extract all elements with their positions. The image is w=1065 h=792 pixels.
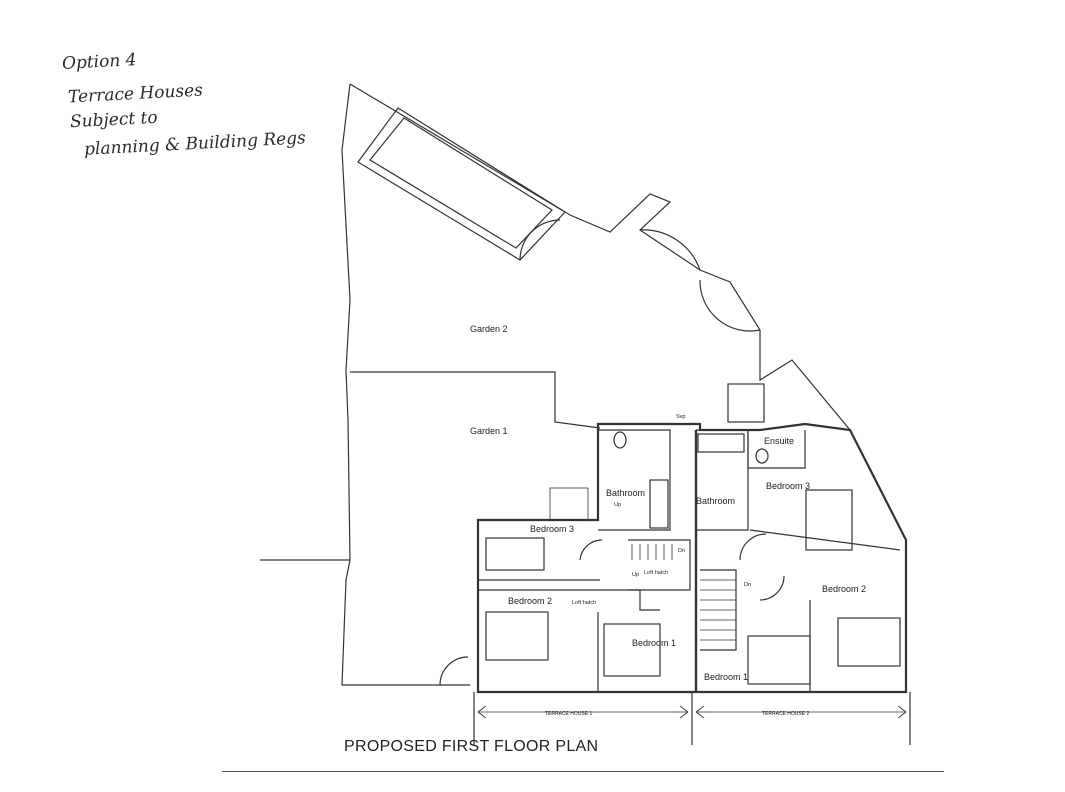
terrace-arrow-2	[695, 705, 907, 719]
h2-wc	[755, 448, 769, 464]
chimney-block	[727, 383, 765, 423]
label-h1-up: Up	[614, 502, 621, 508]
garage-inner	[369, 117, 553, 249]
label-svp: Svp	[676, 414, 685, 420]
h2-bed1	[747, 635, 811, 685]
h1-stair-treads	[631, 544, 673, 560]
label-h1-up2: Up	[632, 572, 639, 578]
h1-bathroom-wall	[598, 429, 671, 531]
plan-title: PROPOSED FIRST FLOOR PLAN	[344, 738, 599, 755]
h1-stair-wall	[628, 539, 691, 591]
label-h1-bedroom3: Bedroom 3	[530, 524, 574, 534]
label-h2-bedroom1: Bedroom 1	[704, 672, 748, 682]
garden2-boundary	[349, 83, 907, 541]
label-h1-loft-hatch-b: Loft hatch	[644, 570, 668, 576]
terrace-dim-line	[473, 692, 911, 745]
house1-outer-wall	[476, 422, 908, 694]
h1-bed3	[485, 537, 545, 571]
h2-bedroom3-wall	[749, 529, 901, 551]
label-h2-dn: Dn	[744, 582, 751, 588]
title-underline	[222, 771, 944, 772]
h1-bedroom2-wall	[478, 589, 660, 611]
label-h2-ensuite: Ensuite	[764, 436, 794, 446]
gate-swing-b	[699, 279, 761, 332]
label-h1-dn: Dn	[678, 548, 685, 554]
h1-wc	[613, 431, 627, 449]
label-garden1: Garden 1	[470, 426, 508, 436]
h2-door-swing	[739, 533, 767, 561]
label-h2-bedroom3: Bedroom 3	[766, 481, 810, 491]
brick-planter	[549, 487, 589, 521]
h1-landing-door	[579, 539, 603, 561]
h2-stair-treads	[700, 579, 736, 641]
label-h1-bedroom2: Bedroom 2	[508, 596, 552, 606]
h2-bath	[697, 433, 745, 453]
h1-bed1	[603, 623, 661, 677]
h1-bath	[649, 479, 669, 529]
gate-swing-a	[639, 229, 701, 271]
terrace-arrow-1	[477, 705, 689, 719]
label-h2-bedroom2: Bedroom 2	[822, 584, 866, 594]
garden-left-wall	[341, 83, 470, 686]
label-garden2: Garden 2	[470, 324, 508, 334]
h2-door-swing-b	[759, 575, 785, 601]
label-h1-bedroom1: Bedroom 1	[632, 638, 676, 648]
label-terrace-house2: TERRACE HOUSE 2	[762, 711, 809, 717]
label-h1-loft-hatch-a: Loft hatch	[572, 600, 596, 606]
garden-divider-wall	[350, 371, 601, 429]
h2-bed2	[837, 617, 901, 667]
label-h2-bathroom: Bathroom	[696, 496, 735, 506]
h2-bathroom-wall	[696, 429, 749, 531]
label-terrace-house1: TERRACE HOUSE 1	[545, 711, 592, 717]
h2-bed3	[805, 489, 853, 551]
h1-bed2	[485, 611, 549, 661]
garage-outline	[357, 107, 566, 261]
garage-door-swing	[519, 219, 561, 261]
label-h1-bathroom: Bathroom	[606, 488, 645, 498]
garden1-door-swing	[439, 656, 469, 686]
